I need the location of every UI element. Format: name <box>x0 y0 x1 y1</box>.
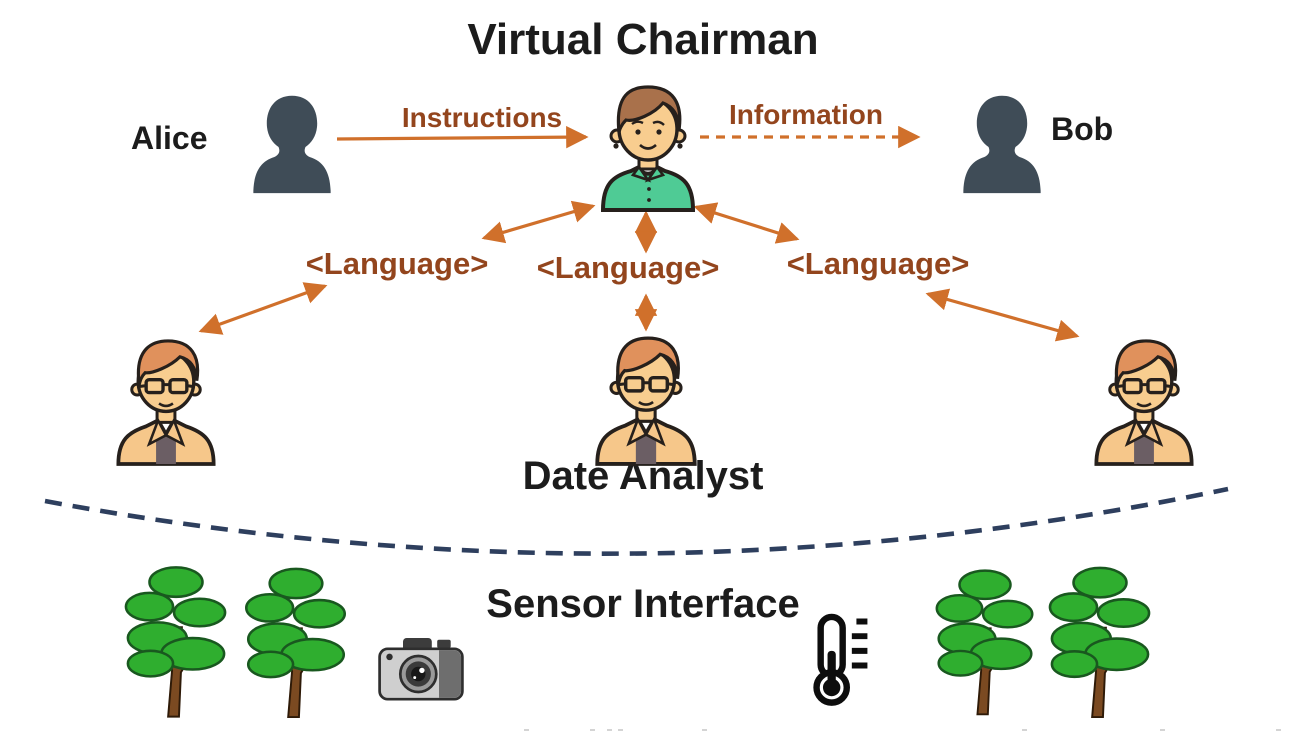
camera-icon <box>376 624 466 706</box>
tree-icon-3 <box>933 563 1037 720</box>
language-link-right-upper <box>693 202 800 244</box>
tree-icon-2 <box>240 564 352 720</box>
thermometer-icon <box>806 612 872 708</box>
sensor-boundary-dashed-line <box>44 486 1229 556</box>
language-link-left-upper <box>481 200 596 244</box>
language-link-right-lower <box>925 288 1080 342</box>
diagram-title: Virtual Chairman <box>467 15 819 64</box>
language-label-left: <Language> <box>305 246 489 281</box>
analyst-avatar-icon-left <box>100 335 232 466</box>
language-label-right: <Language> <box>786 246 970 281</box>
bob-label: Bob <box>1051 111 1114 147</box>
information-label: Information <box>729 99 883 130</box>
language-label-center: <Language> <box>536 250 720 285</box>
instructions-label: Instructions <box>401 102 563 133</box>
person-silhouette-icon-alice <box>250 90 334 198</box>
sensor-section-label: Sensor Interface <box>486 582 800 626</box>
analyst-avatar-icon-right <box>1078 335 1210 466</box>
chairman-avatar-icon <box>583 80 713 212</box>
alice-label: Alice <box>131 120 208 156</box>
language-link-left-lower <box>198 282 328 335</box>
analyst-avatar-icon-center <box>577 332 715 466</box>
tree-icon-1 <box>122 562 230 720</box>
person-silhouette-icon-bob <box>960 90 1044 198</box>
instructions-arrow <box>336 125 589 149</box>
tree-icon-4 <box>1046 563 1154 720</box>
